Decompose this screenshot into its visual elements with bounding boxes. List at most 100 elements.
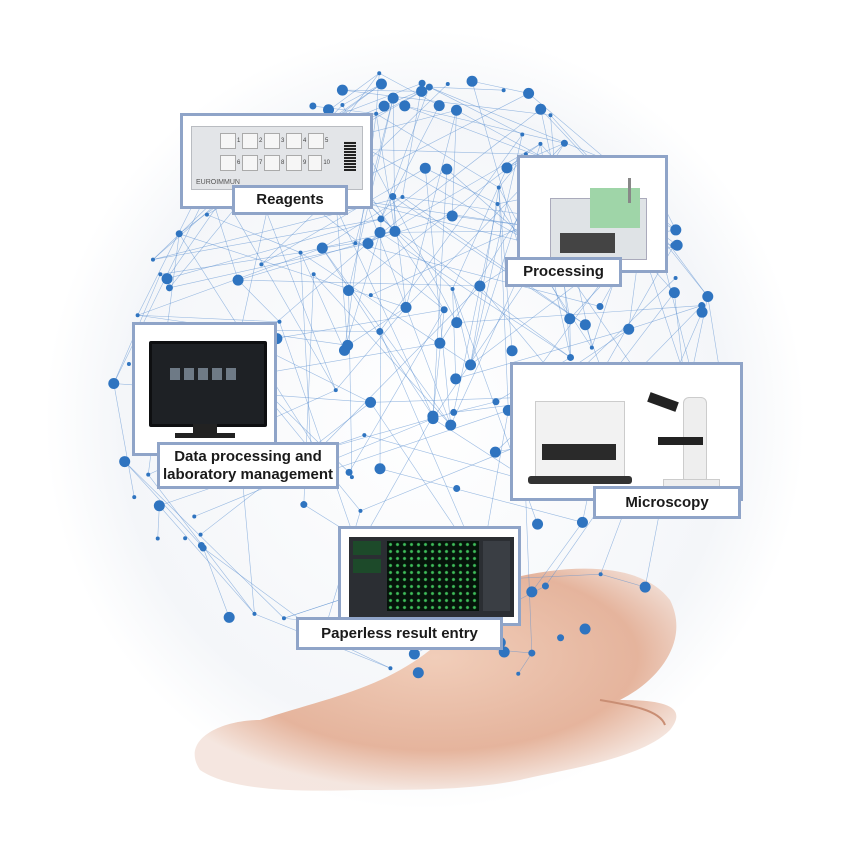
network-node — [523, 87, 535, 99]
network-node — [451, 317, 463, 329]
well-number: 8 — [281, 160, 285, 166]
network-node — [362, 433, 367, 438]
reagent-well: 5 — [308, 133, 330, 149]
network-node — [450, 408, 458, 416]
network-node — [702, 290, 714, 302]
network-node — [204, 212, 209, 217]
paperless-card[interactable] — [338, 526, 521, 626]
network-node — [450, 286, 455, 291]
network-edge — [213, 201, 239, 281]
network-node — [623, 323, 635, 335]
network-node — [400, 301, 412, 313]
data-processing-card[interactable] — [132, 322, 277, 456]
network-edge — [137, 247, 323, 316]
network-node — [365, 396, 377, 408]
network-node — [323, 104, 335, 116]
network-edge — [152, 201, 214, 260]
network-node — [520, 132, 525, 137]
network-node — [161, 273, 173, 285]
network-node — [389, 193, 397, 201]
data-processing-label: Data processing and laboratory managemen… — [157, 442, 339, 489]
network-edge — [312, 105, 377, 115]
well-number: 6 — [237, 160, 241, 166]
network-edge — [300, 252, 345, 351]
network-node — [453, 484, 461, 492]
network-node — [349, 475, 354, 480]
network-edge — [279, 321, 359, 549]
network-node — [589, 345, 594, 350]
network-node — [342, 339, 354, 351]
well-number: 2 — [259, 138, 263, 144]
network-node — [639, 581, 651, 593]
network-edge — [355, 242, 601, 307]
network-edge — [330, 194, 434, 417]
microscopy-card[interactable] — [510, 362, 743, 501]
network-node — [198, 532, 203, 537]
well-number: 7 — [259, 160, 263, 166]
hand-image — [194, 568, 677, 791]
network-edge — [402, 196, 586, 325]
network-node — [576, 516, 588, 528]
network-node — [281, 616, 286, 621]
network-node — [132, 495, 137, 500]
reagent-well: 1 — [220, 133, 242, 149]
network-node — [670, 224, 682, 236]
network-edge — [392, 98, 396, 232]
network-edge — [379, 232, 571, 358]
network-node — [673, 276, 678, 281]
network-node — [376, 328, 384, 336]
network-node — [541, 582, 549, 590]
network-edge — [376, 113, 499, 188]
network-node — [466, 75, 478, 87]
network-node — [311, 272, 316, 277]
network-node — [353, 241, 358, 246]
network-edge — [432, 309, 445, 417]
well-number: 3 — [281, 138, 285, 144]
network-node — [412, 667, 424, 679]
network-edge — [249, 342, 440, 376]
network-node — [374, 111, 379, 116]
network-node — [501, 88, 506, 93]
network-node — [300, 501, 308, 509]
network-node — [119, 456, 131, 468]
network-edge — [379, 468, 583, 523]
network-node — [496, 185, 501, 190]
network-edge — [470, 187, 500, 365]
network-edge — [166, 218, 381, 279]
network-edge — [355, 98, 394, 244]
processing-card[interactable] — [517, 155, 668, 273]
network-node — [377, 71, 382, 76]
network-edge — [451, 110, 457, 216]
network-edge — [380, 168, 448, 220]
network-node — [445, 81, 450, 86]
result-entry-screenshot — [349, 537, 514, 617]
network-node — [155, 536, 160, 541]
network-node — [374, 463, 386, 475]
network-node — [532, 518, 544, 530]
network-edge — [113, 383, 135, 498]
network-edge — [379, 218, 382, 469]
network-node — [596, 302, 604, 310]
label-line-1: Data processing and — [174, 447, 322, 465]
network-node — [333, 388, 338, 393]
network-node — [538, 141, 543, 146]
network-node — [377, 215, 385, 223]
network-edge — [342, 89, 551, 116]
network-node — [450, 104, 462, 116]
network-edge — [379, 72, 440, 106]
network-node — [425, 83, 433, 91]
network-node — [446, 210, 458, 222]
network-edge — [471, 80, 529, 94]
network-node — [434, 337, 446, 349]
network-edge — [470, 134, 523, 365]
network-node — [387, 92, 399, 104]
network-node — [564, 313, 576, 325]
network-edge — [405, 110, 457, 308]
network-edge — [237, 215, 453, 281]
network-node — [433, 100, 445, 112]
network-edge — [517, 652, 533, 674]
network-edge — [392, 196, 407, 308]
network-node — [492, 398, 500, 406]
network-node — [232, 274, 244, 286]
network-node — [316, 242, 328, 254]
